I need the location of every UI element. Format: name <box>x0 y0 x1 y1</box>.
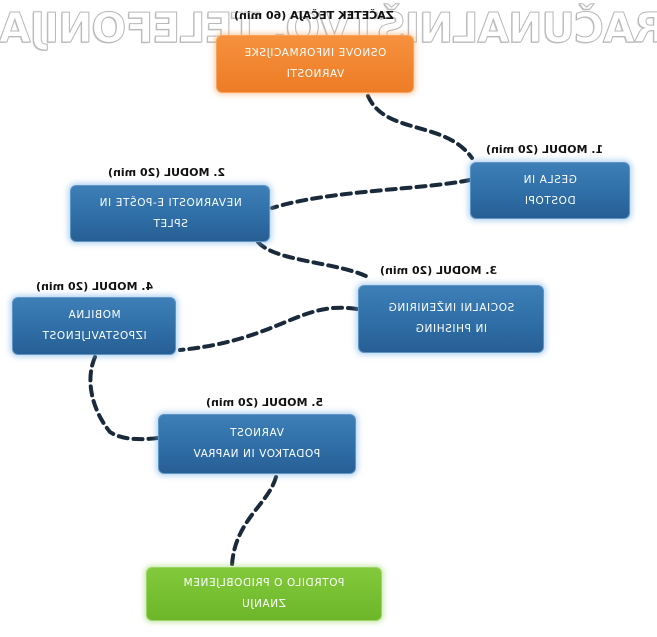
module3-line1: SOCIALNI INŽENIRING <box>387 302 515 314</box>
finish-line2: ZNANJU <box>241 598 287 610</box>
module1-box: GESLA IN DOSTOPI <box>470 162 630 219</box>
module4-caption: 4. MODUL (20 min) <box>36 280 154 293</box>
module2-line1: NEVARNOSTI E-POŠTE IN <box>98 196 242 209</box>
module2-box: NEVARNOSTI E-POŠTE IN SPLET <box>70 185 270 242</box>
module5-box: VARNOST PODATKOV IN NAPRAV <box>158 414 356 474</box>
module2-line2: SPLET <box>152 217 188 230</box>
module1-caption: 1. MODUL (20 min) <box>486 143 604 156</box>
module4-line1: MOBILNA <box>67 309 121 321</box>
module1-line1: GESLA IN <box>523 173 577 186</box>
module3-line2: IN PHISHING <box>415 323 487 335</box>
connector-start-to-module1 <box>366 94 474 160</box>
finish-line1: POTRDILO O PRIDOBLJENEM <box>183 577 345 589</box>
start-caption: ZAČETEK TEČAJA (60 min) <box>234 9 394 22</box>
start-line2: VARNOSTI <box>285 68 345 80</box>
connector-module5-to-finish <box>230 475 278 567</box>
module1-line2: DOSTOPI <box>524 194 576 207</box>
module5-line2: PODATKOV IN NAPRAV <box>193 448 321 460</box>
module3-box: SOCIALNI INŽENIRING IN PHISHING <box>358 285 544 353</box>
connector-module1-to-module2 <box>270 178 472 210</box>
connector-module4-to-module5 <box>88 355 160 442</box>
module5-line1: VARNOST <box>229 427 285 439</box>
start-line1: OSNOVE INFORMACIJSKE <box>243 47 387 59</box>
module4-box: MOBILNA IZPOSTAVLJENOST <box>12 297 176 355</box>
module4-line2: IZPOSTAVLJENOST <box>41 330 147 342</box>
module5-caption: 5. MODUL (20 min) <box>206 396 324 409</box>
module2-caption: 2. MODUL (20 min) <box>108 166 226 179</box>
module3-caption: 3. MODUL (20 min) <box>380 264 498 277</box>
connector-module3-to-module4 <box>178 305 359 352</box>
start-course-box: OSNOVE INFORMACIJSKE VARNOSTI <box>216 35 414 93</box>
connector-module2-to-module3 <box>256 240 372 280</box>
certificate-box: POTRDILO O PRIDOBLJENEM ZNANJU <box>146 567 382 621</box>
